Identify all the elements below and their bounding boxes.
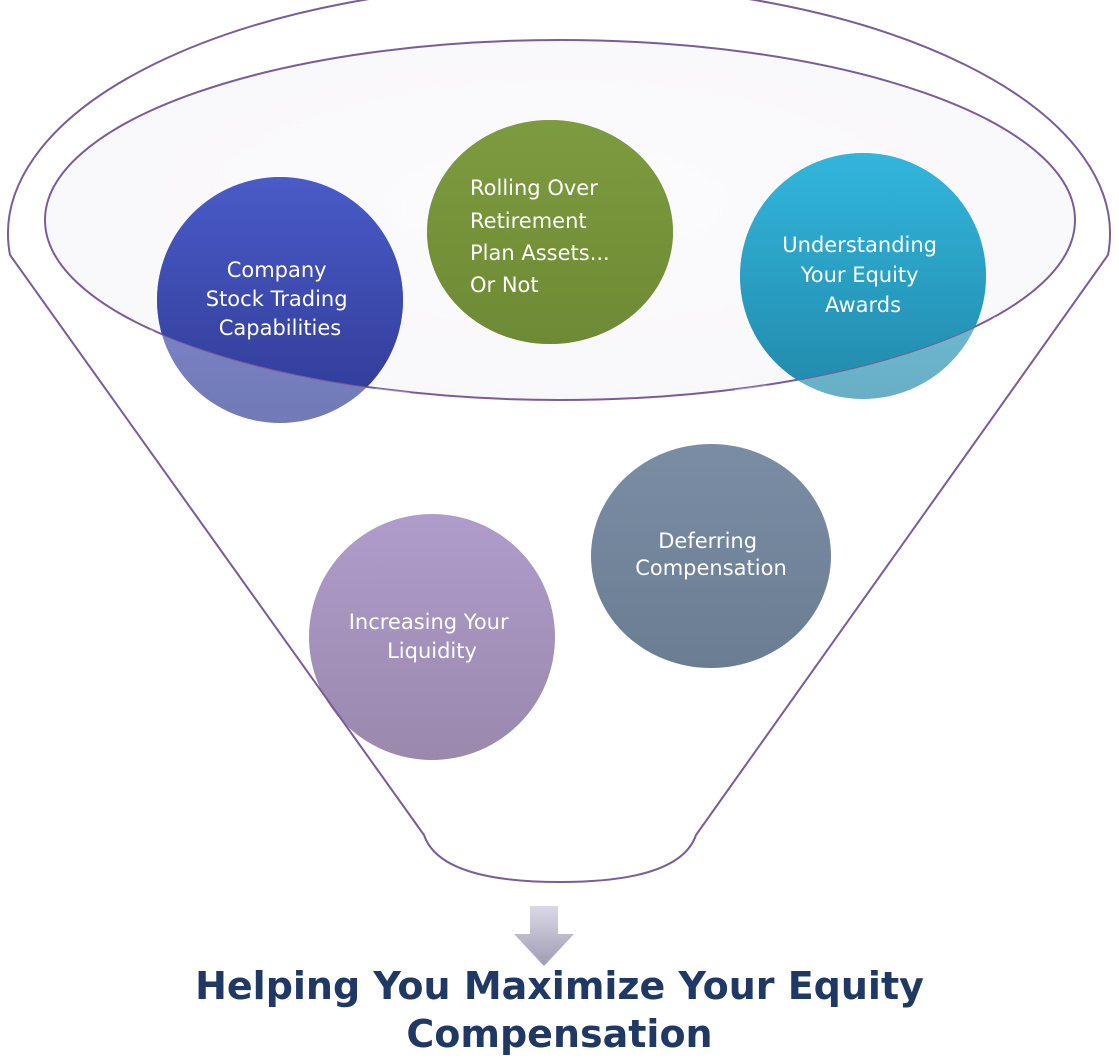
svg-text:Deferring Compensation: Deferring Compensation [635, 529, 787, 580]
bubble-deferring-compensation: Deferring Compensation [591, 444, 831, 668]
result-title-line2: Compensation [406, 1012, 713, 1056]
bubble-rolling-line3: Plan Assets... [470, 241, 610, 265]
bubble-rolling-line4: Or Not [470, 273, 539, 297]
bubble-company-line2: Stock Trading [206, 287, 348, 311]
bubble-company-line1: Company [227, 258, 327, 282]
bubble-rolling-line2: Retirement [470, 209, 587, 233]
bubble-deferring-line1: Deferring [658, 529, 757, 553]
bubble-understanding-line3: Awards [825, 293, 901, 317]
bubble-understanding-label: Understanding Your Equity Awards [782, 233, 943, 317]
result-title: Helping You Maximize Your Equity Compens… [0, 962, 1119, 1058]
bubble-company-line3: Capabilities [219, 316, 342, 340]
bubble-deferring-line2: Compensation [635, 556, 787, 580]
bubble-understanding-line2: Your Equity [800, 263, 919, 287]
result-title-line1: Helping You Maximize Your Equity [195, 964, 924, 1008]
down-arrow-icon [514, 906, 574, 966]
funnel-outline [7, 0, 1111, 884]
bubble-understanding-line1: Understanding [782, 233, 937, 257]
bubble-rolling-line1: Rolling Over [470, 176, 598, 200]
bubble-company-stock-label: Company Stock Trading Capabilities [206, 258, 355, 340]
svg-text:Increasing Your Liquidit: Increasing Your Liquidity [349, 610, 516, 663]
bubble-increasing-liquidity-line2: Liquidity [387, 639, 477, 663]
bubble-increasing-liquidity: Increasing Your Liquidity [309, 514, 555, 760]
bubble-increasing-liquidity-line1: Increasing Your [349, 610, 509, 634]
bubble-rolling-over-label: Rolling Over Retirement Plan Assets... O… [470, 176, 616, 297]
